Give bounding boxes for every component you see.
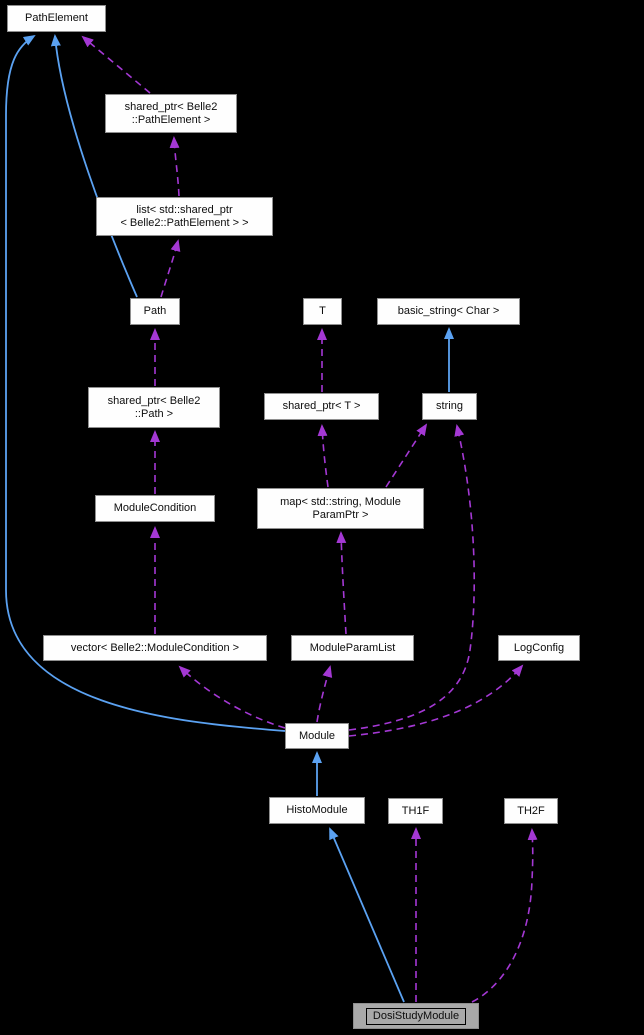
- class-node-path-label: Path: [143, 305, 167, 317]
- class-node-shared-ptr-pathelement-label-line1: shared_ptr< Belle2: [124, 100, 218, 113]
- class-node-modulecondition-label: ModuleCondition: [113, 502, 197, 514]
- class-node-shared-ptr-pathelement-label-line2: ::PathElement >: [131, 113, 211, 126]
- class-node-basic-string-label: basic_string< Char >: [397, 305, 500, 317]
- class-node-vector-modulecondition-label: vector< Belle2::ModuleCondition >: [70, 641, 240, 654]
- class-node-basic-string[interactable]: basic_string< Char >: [377, 298, 520, 325]
- class-node-th2f-label: TH2F: [517, 804, 545, 817]
- edge-usage-path-to-list: [160, 239, 181, 298]
- class-node-th2f[interactable]: TH2F: [504, 798, 558, 824]
- edge-usage-module-to-vector: [178, 665, 286, 729]
- class-node-dosistudymodule-current: DosiStudyModule: [353, 1003, 479, 1029]
- class-node-t-label: T: [319, 305, 326, 317]
- class-node-shared-ptr-t-label: shared_ptr< T >: [282, 400, 361, 412]
- class-node-string[interactable]: string: [422, 393, 477, 420]
- class-node-vector-modulecondition[interactable]: vector< Belle2::ModuleCondition >: [43, 635, 267, 661]
- edge-usage-moduleparamlist-to-map: [336, 531, 347, 635]
- class-node-shared-ptr-path[interactable]: shared_ptr< Belle2 ::Path >: [88, 387, 220, 428]
- edge-usage-list-to-sharedptrpathelement: [169, 136, 180, 197]
- edge-inherit-dosistudymodule-to-histomodule: [329, 827, 405, 1003]
- class-node-pathelement-label: PathElement: [25, 12, 88, 24]
- class-node-list-shared-ptr-label-line1: list< std::shared_ptr: [136, 203, 233, 216]
- edge-usage-map-to-sharedptrt: [317, 424, 329, 488]
- class-node-list-shared-ptr-label-line2: < Belle2::PathElement > >: [120, 216, 249, 229]
- class-node-histomodule-label: HistoModule: [286, 804, 348, 816]
- class-node-module[interactable]: Module: [285, 723, 349, 749]
- edge-usage-map-to-string: [385, 423, 428, 488]
- edge-inherit-module-to-pathelement: [5, 34, 286, 732]
- class-node-moduleparamlist-label: ModuleParamList: [309, 641, 396, 654]
- class-node-shared-ptr-path-label-line2: ::Path >: [134, 407, 174, 420]
- class-node-th1f-label: TH1F: [401, 804, 430, 817]
- class-node-pathelement[interactable]: PathElement: [7, 5, 106, 32]
- edge-usage-dosistudymodule-to-th2f: [471, 828, 538, 1003]
- class-node-logconfig-label: LogConfig: [513, 641, 565, 654]
- class-node-t[interactable]: T: [303, 298, 342, 325]
- edge-usage-module-to-string: [348, 424, 476, 731]
- class-node-map-moduleparamptr[interactable]: map< std::string, Module ParamPtr >: [257, 488, 424, 529]
- class-node-modulecondition[interactable]: ModuleCondition: [95, 495, 215, 522]
- class-node-map-moduleparamptr-label-line2: ParamPtr >: [312, 508, 369, 521]
- class-node-map-moduleparamptr-label-line1: map< std::string, Module: [280, 495, 401, 508]
- edge-usage-module-to-logconfig: [348, 664, 524, 737]
- class-node-shared-ptr-t[interactable]: shared_ptr< T >: [264, 393, 379, 420]
- class-node-histomodule[interactable]: HistoModule: [269, 797, 365, 824]
- edge-usage-module-to-moduleparamlist: [316, 665, 333, 723]
- class-node-list-shared-ptr[interactable]: list< std::shared_ptr < Belle2::PathElem…: [96, 197, 273, 236]
- class-node-th1f[interactable]: TH1F: [388, 798, 443, 824]
- class-node-module-label: Module: [298, 729, 336, 742]
- class-node-shared-ptr-pathelement[interactable]: shared_ptr< Belle2 ::PathElement >: [105, 94, 237, 133]
- class-node-moduleparamlist[interactable]: ModuleParamList: [291, 635, 414, 661]
- class-node-path[interactable]: Path: [130, 298, 180, 325]
- class-node-shared-ptr-path-label-line1: shared_ptr< Belle2: [107, 394, 201, 407]
- class-node-string-label: string: [436, 400, 463, 412]
- edge-inherit-path-to-pathelement: [50, 34, 138, 298]
- class-node-logconfig[interactable]: LogConfig: [498, 635, 580, 661]
- edge-usage-sharedptrpathelement-to-pathelement: [81, 35, 151, 94]
- class-node-dosistudymodule-label: DosiStudyModule: [365, 1007, 467, 1025]
